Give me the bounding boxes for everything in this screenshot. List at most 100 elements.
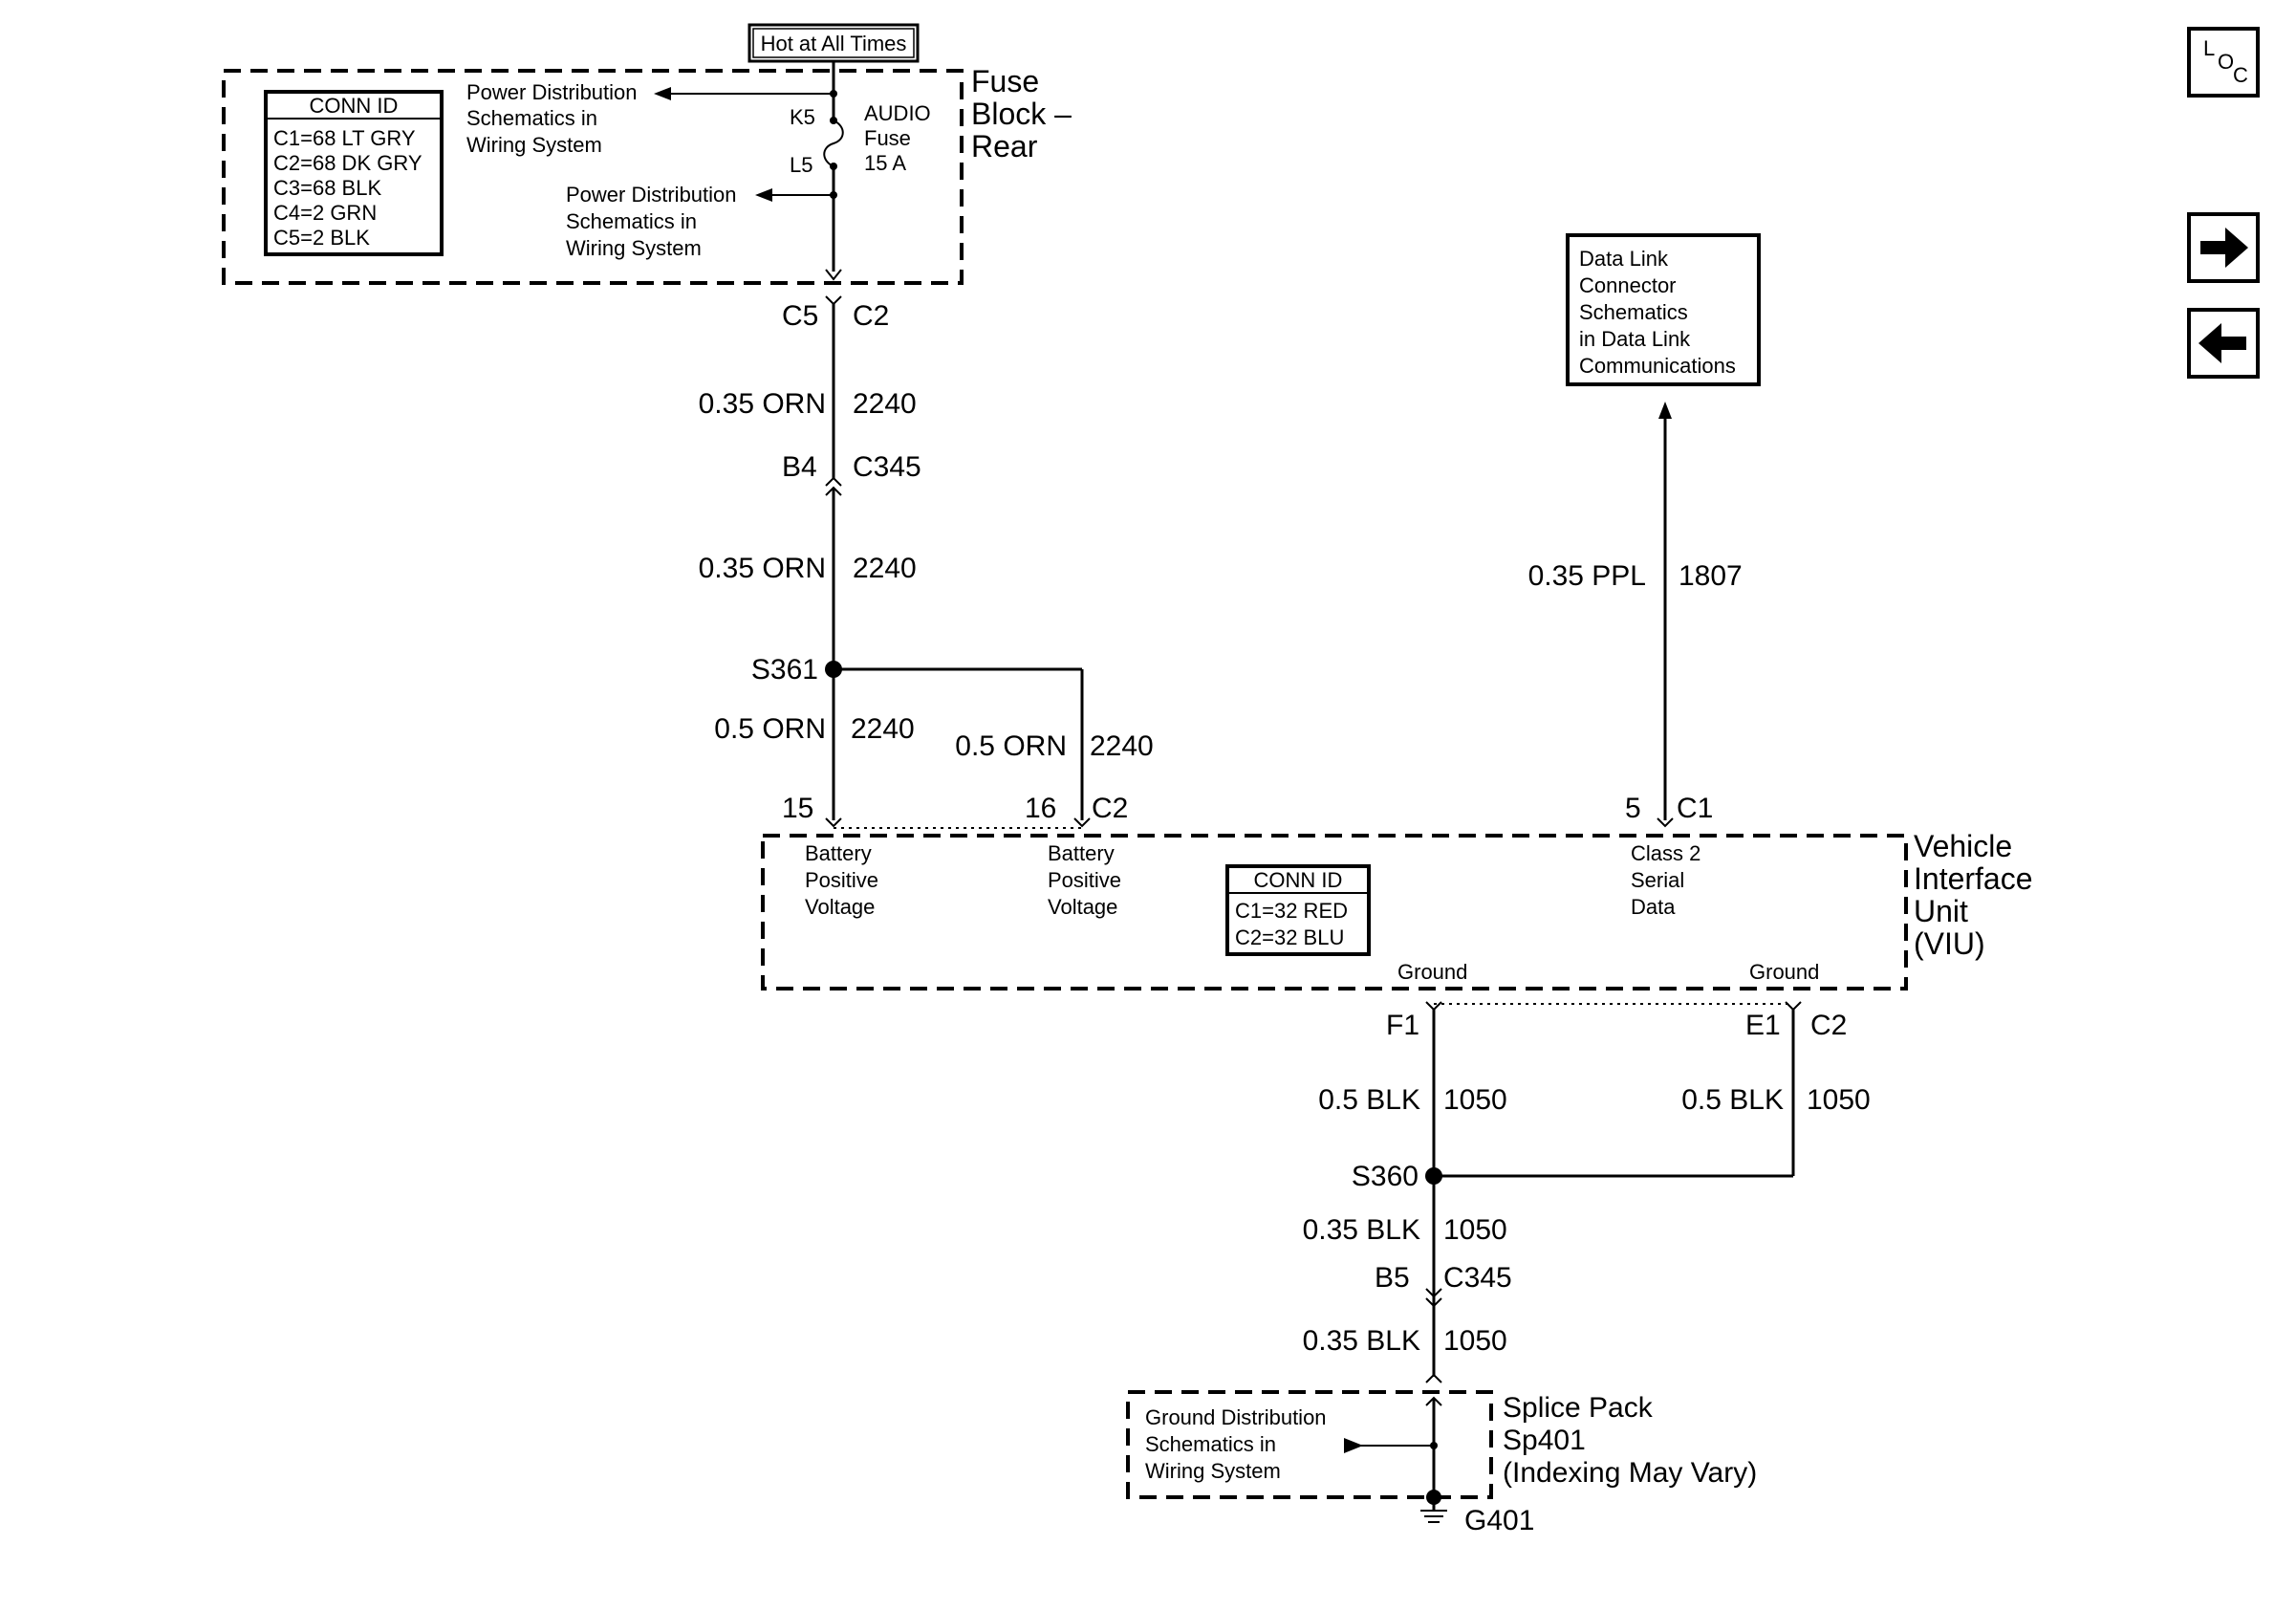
svg-text:0.5 ORN: 0.5 ORN	[714, 713, 826, 745]
svg-text:Block –: Block –	[971, 97, 1072, 131]
svg-text:Connector: Connector	[1579, 273, 1677, 297]
forward-button[interactable]	[2187, 212, 2260, 283]
splice-pack-boundary	[1126, 1390, 1493, 1499]
svg-text:0.5 BLK: 0.5 BLK	[1318, 1084, 1420, 1116]
pin-15: 15	[782, 793, 813, 824]
pin-5: 5	[1625, 793, 1641, 824]
svg-text:Power Distribution: Power Distribution	[566, 183, 737, 207]
label-c345-top: C345	[853, 451, 921, 483]
ground-icon	[1420, 1497, 1447, 1523]
svg-text:S361: S361	[751, 654, 818, 686]
svg-text:Unit: Unit	[1914, 894, 1968, 928]
svg-text:Communications: Communications	[1579, 354, 1736, 378]
viu-conn-id-table: CONN ID C1=32 RED C2=32 BLU	[1225, 864, 1371, 956]
fuse-block-conn-id-table: CONN ID C1=68 LT GRY C2=68 DK GRY C3=68 …	[264, 90, 444, 256]
svg-text:2240: 2240	[851, 713, 915, 745]
svg-text:C2=68 DK GRY: C2=68 DK GRY	[273, 151, 422, 175]
label-c2-ground: C2	[1810, 1010, 1847, 1041]
svg-text:Voltage: Voltage	[805, 895, 875, 919]
pin-l5: L5	[790, 153, 812, 177]
viu-title: Vehicle Interface Unit (VIU)	[1914, 829, 2033, 961]
pin-f1: F1	[1386, 1010, 1419, 1041]
label-c345-bottom: C345	[1443, 1262, 1512, 1294]
pin-k5: K5	[790, 105, 815, 129]
viu-ground-1: Ground	[1397, 960, 1467, 984]
audio-fuse-label: AUDIO Fuse 15 A	[864, 101, 931, 175]
label-c2-viu: C2	[1092, 793, 1128, 824]
splice-pack-title: Splice Pack Sp401 (Indexing May Vary)	[1503, 1392, 1757, 1489]
svg-text:1050: 1050	[1807, 1084, 1871, 1116]
svg-text:Wiring System: Wiring System	[566, 236, 702, 260]
svg-text:Power Distribution: Power Distribution	[466, 80, 638, 104]
label-c2: C2	[853, 300, 889, 332]
power-distribution-ref-1: Power Distribution Schematics in Wiring …	[466, 80, 638, 157]
fuse-icon	[823, 120, 844, 167]
label-b4: B4	[782, 451, 817, 483]
hot-at-all-times-box: Hot at All Times	[747, 23, 920, 63]
svg-text:1050: 1050	[1443, 1084, 1507, 1116]
svg-text:Wiring System: Wiring System	[466, 133, 602, 157]
label-b5: B5	[1375, 1262, 1410, 1294]
viu-boundary	[761, 834, 1908, 991]
svg-text:CONN ID: CONN ID	[310, 94, 399, 118]
svg-text:C1=68 LT GRY: C1=68 LT GRY	[273, 126, 416, 150]
splice-s360	[1425, 1167, 1442, 1185]
svg-text:CONN ID: CONN ID	[1254, 868, 1343, 892]
svg-text:Schematics: Schematics	[1579, 300, 1688, 324]
svg-text:1050: 1050	[1443, 1214, 1507, 1246]
label-c5: C5	[782, 300, 818, 332]
svg-text:Splice Pack: Splice Pack	[1503, 1392, 1654, 1424]
svg-text:(Indexing May Vary): (Indexing May Vary)	[1503, 1457, 1757, 1489]
svg-text:Battery: Battery	[805, 841, 872, 865]
ground-distribution-ref: Ground Distribution Schematics in Wiring…	[1145, 1405, 1327, 1483]
pin-e1: E1	[1745, 1010, 1781, 1041]
loc-c: C	[2233, 63, 2248, 87]
svg-text:Schematics in: Schematics in	[566, 209, 697, 233]
viu-pin15-label: Battery Positive Voltage	[805, 841, 878, 919]
arrow-right-icon	[1344, 1438, 1363, 1453]
svg-text:Serial: Serial	[1631, 868, 1684, 892]
pin-16: 16	[1025, 793, 1056, 824]
svg-text:C3=68 BLK: C3=68 BLK	[273, 176, 381, 200]
arrow-left-icon	[755, 188, 772, 202]
loc-button[interactable]: L O C	[2187, 27, 2260, 98]
svg-text:Schematics in: Schematics in	[466, 106, 597, 130]
viu-pin5-label: Class 2 Serial Data	[1631, 841, 1700, 919]
fuse-block-title: Fuse Block – Rear	[971, 64, 1072, 163]
svg-text:Schematics in: Schematics in	[1145, 1432, 1276, 1456]
svg-text:Fuse: Fuse	[971, 64, 1039, 98]
label-c1-viu: C1	[1677, 793, 1713, 824]
loc-o: O	[2218, 50, 2234, 74]
svg-text:1807: 1807	[1679, 560, 1743, 592]
svg-text:Wiring System: Wiring System	[1145, 1459, 1281, 1483]
svg-text:Sp401: Sp401	[1503, 1425, 1586, 1456]
hot-label: Hot at All Times	[761, 32, 907, 55]
svg-text:0.35 ORN: 0.35 ORN	[699, 388, 826, 420]
svg-text:Ground Distribution: Ground Distribution	[1145, 1405, 1327, 1429]
svg-text:Positive: Positive	[805, 868, 878, 892]
svg-text:0.5 ORN: 0.5 ORN	[955, 730, 1067, 762]
svg-text:(VIU): (VIU)	[1914, 926, 1985, 961]
svg-text:Rear: Rear	[971, 129, 1038, 163]
svg-text:2240: 2240	[853, 388, 917, 420]
connector-c5-c2	[825, 295, 842, 306]
svg-text:Positive: Positive	[1048, 868, 1121, 892]
svg-text:0.35 BLK: 0.35 BLK	[1303, 1214, 1420, 1246]
svg-text:in Data Link: in Data Link	[1579, 327, 1691, 351]
data-link-connector-box: Data Link Connector Schematics in Data L…	[1566, 233, 1761, 386]
svg-text:15 A: 15 A	[864, 151, 906, 175]
svg-text:AUDIO: AUDIO	[864, 101, 931, 125]
loc-l: L	[2203, 36, 2215, 60]
back-button[interactable]	[2187, 308, 2260, 379]
svg-text:Vehicle: Vehicle	[1914, 829, 2012, 863]
svg-text:Voltage: Voltage	[1048, 895, 1117, 919]
svg-text:Interface: Interface	[1914, 861, 2033, 896]
fuse-block-boundary	[222, 69, 964, 285]
svg-text:1050: 1050	[1443, 1325, 1507, 1357]
svg-text:Battery: Battery	[1048, 841, 1115, 865]
svg-text:2240: 2240	[1090, 730, 1154, 762]
svg-text:2240: 2240	[853, 553, 917, 584]
arrow-right-icon	[2200, 228, 2248, 268]
arrow-up-icon	[1658, 402, 1672, 419]
